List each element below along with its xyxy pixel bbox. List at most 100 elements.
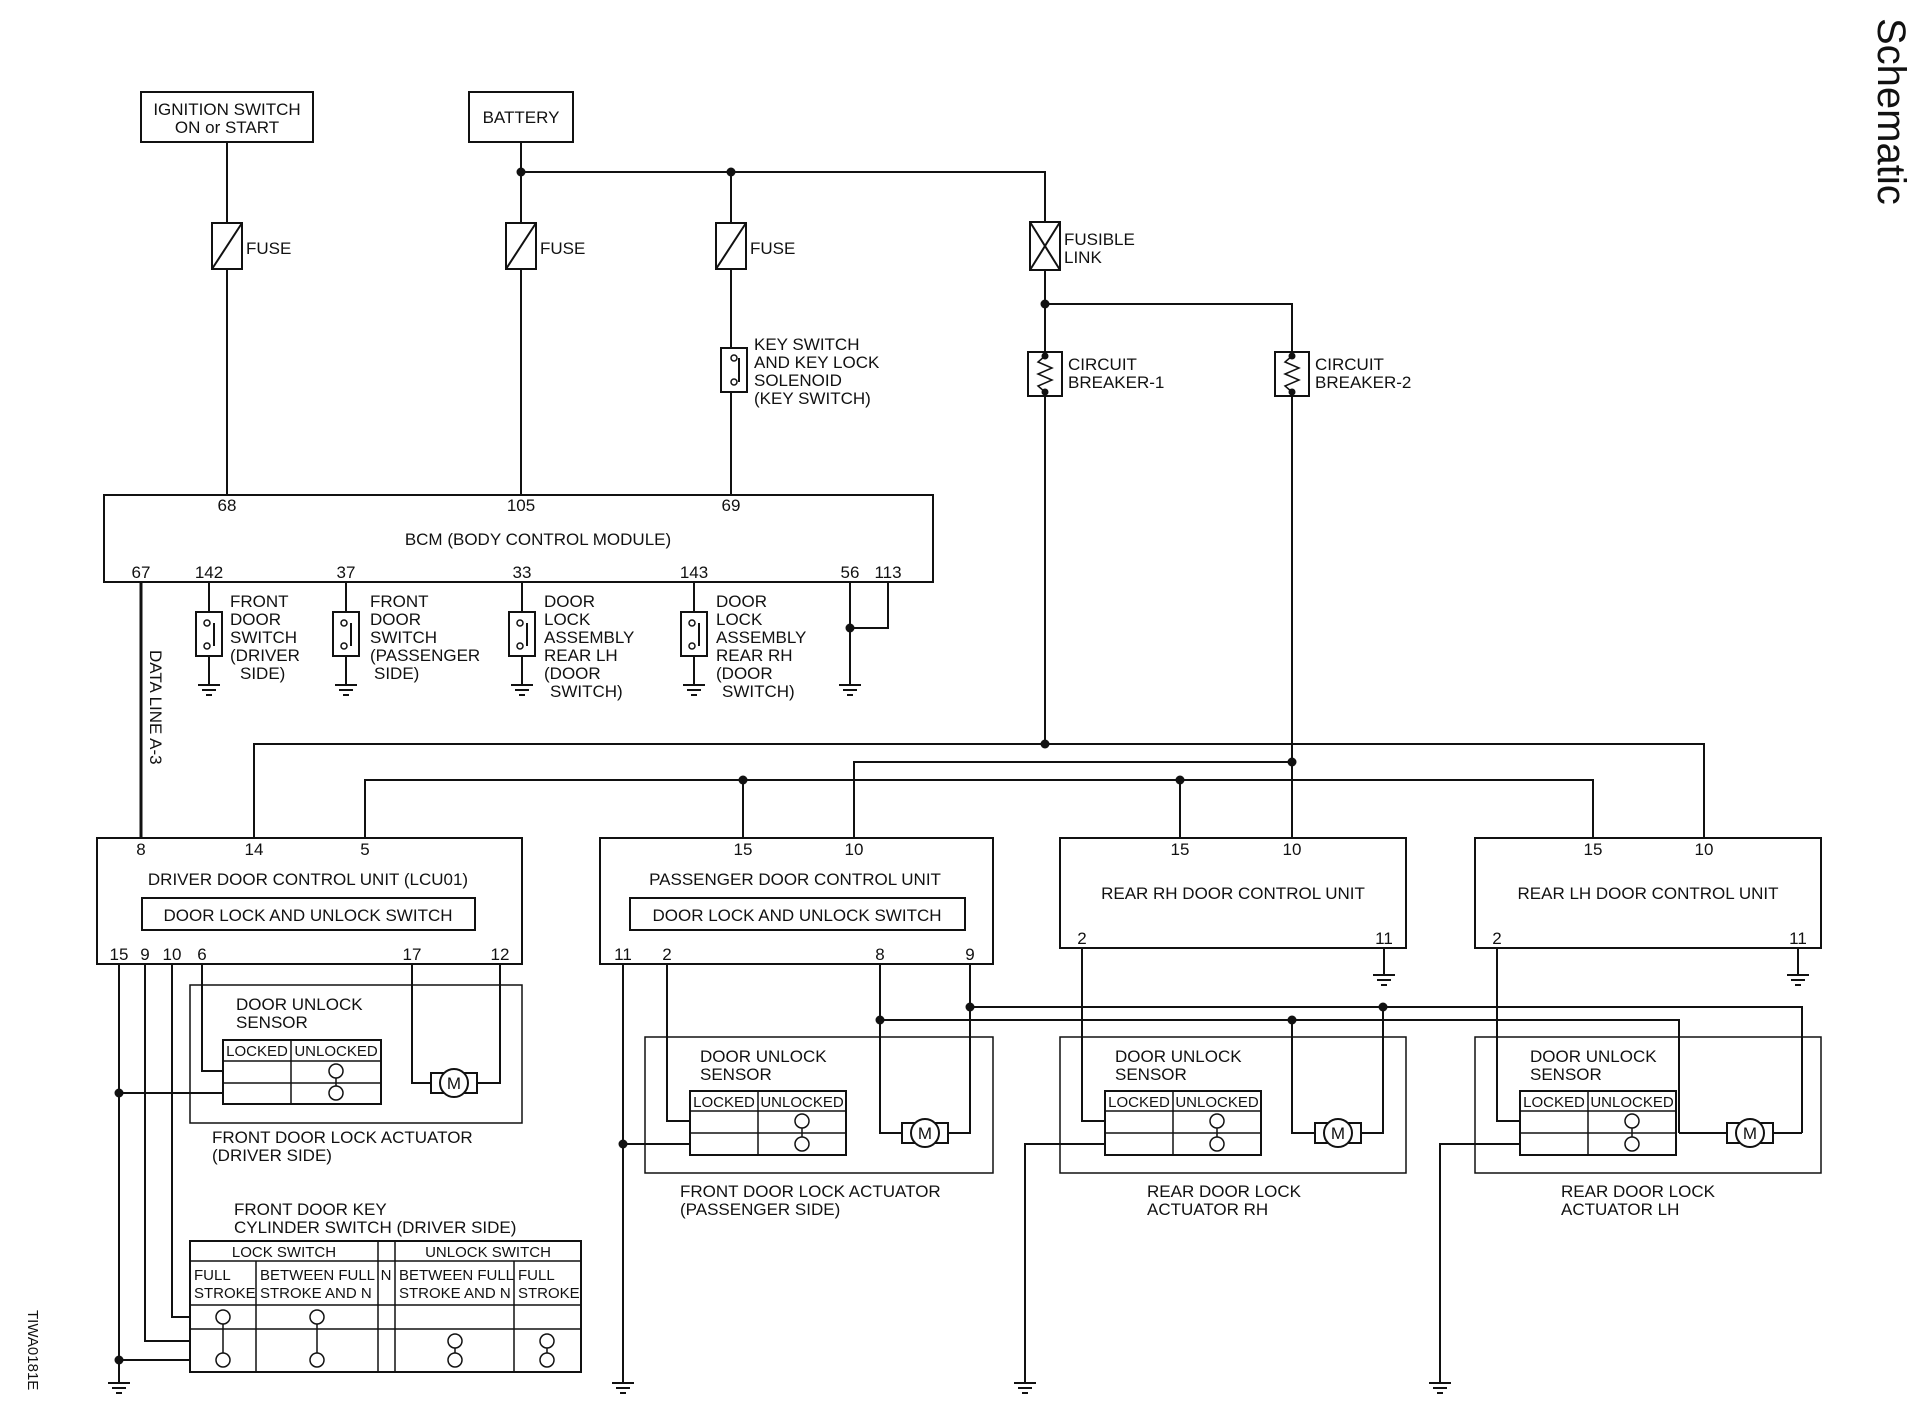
switch-label: FRONT [370,592,429,611]
rear-rh-sensor-label-2: SENSOR [1115,1065,1187,1084]
rear-lh-unit-label: REAR LH DOOR CONTROL UNIT [1517,884,1778,903]
switch-label: DOOR [370,610,421,629]
bcm-pin-113: 113 [874,563,901,582]
rear-rh-actuator-box [1059,1036,1407,1174]
rear-lh-actuator-label-1: REAR DOOR LOCK [1561,1182,1716,1201]
passenger-switch-label: DOOR LOCK AND UNLOCK SWITCH [652,906,941,925]
between-label-1: BETWEEN FULL [260,1267,375,1284]
switch-label: DOOR [230,610,281,629]
key-switch-label-1: KEY SWITCH [754,335,859,354]
switch-label: SWITCH [370,628,437,647]
key-switch-label-4: (KEY SWITCH) [754,389,871,408]
between-label-4: STROKE AND N [399,1285,511,1302]
motor-symbol: M [918,1124,932,1143]
passenger-unit-label: PASSENGER DOOR CONTROL UNIT [649,870,941,889]
bcm-pin-143: 143 [680,563,708,582]
front-door-switch-driver: FRONT DOOR SWITCH (DRIVER SIDE) [195,582,300,696]
bcm-pin-142: 142 [195,563,223,582]
door-lock-assembly-rear-lh-switch: DOOR LOCK ASSEMBLY REAR LH (DOOR SWITCH) [508,582,634,701]
lock-switch-label: LOCK SWITCH [232,1244,336,1261]
passenger-sensor-label-2: SENSOR [700,1065,772,1084]
bcm-pin-68: 68 [218,496,237,515]
switch-label: ASSEMBLY [544,628,634,647]
sensor-locked-label: LOCKED [1523,1094,1585,1111]
passenger-pin-9: 9 [965,945,974,964]
bcm-pin-56: 56 [841,563,860,582]
passenger-lock-unlock-switch [629,897,966,931]
rear-lh-sensor-label-2: SENSOR [1530,1065,1602,1084]
full-stroke-label-1: FULL [194,1267,231,1284]
switch-label: SIDE) [374,664,419,683]
bcm-pin-67: 67 [132,563,151,582]
switch-label: REAR LH [544,646,618,665]
rear-lh-sensor-label-1: DOOR UNLOCK [1530,1047,1657,1066]
fusible-link-label-1: FUSIBLE [1064,230,1135,249]
driver-pin-5: 5 [360,840,369,859]
switch-label: REAR RH [716,646,793,665]
passenger-actuator-label-1: FRONT DOOR LOCK ACTUATOR [680,1182,941,1201]
driver-unit-label: DRIVER DOOR CONTROL UNIT (LCU01) [148,870,468,889]
ignition-switch-label-1: IGNITION SWITCH [153,100,300,119]
passenger-actuator-label-2: (PASSENGER SIDE) [680,1200,840,1219]
rear-lh-pin-10: 10 [1695,840,1714,859]
rear-lh-door-control-unit [1474,837,1822,949]
driver-pin-8: 8 [136,840,145,859]
driver-sensor-label-1: DOOR UNLOCK [236,995,363,1014]
full-stroke-label-2: STROKE [194,1285,256,1302]
sensor-unlocked-label: UNLOCKED [1590,1094,1674,1111]
switch-label: LOCK [544,610,591,629]
sensor-locked-label: LOCKED [693,1094,755,1111]
driver-switch-label: DOOR LOCK AND UNLOCK SWITCH [163,906,452,925]
rear-rh-sensor-label-1: DOOR UNLOCK [1115,1047,1242,1066]
circuit-breaker-2-label-1: CIRCUIT [1315,355,1384,374]
between-label-3: BETWEEN FULL [399,1267,514,1284]
rear-lh-actuator-label-2: ACTUATOR LH [1561,1200,1679,1219]
bcm-pin-33: 33 [513,563,532,582]
switch-label: SWITCH) [722,682,795,701]
circuit-breaker-2-label-2: BREAKER-2 [1315,373,1411,392]
driver-lock-unlock-switch [141,897,476,931]
rear-rh-pin-2: 2 [1077,929,1086,948]
driver-sensor-label-2: SENSOR [236,1013,308,1032]
driver-pin-9: 9 [140,945,149,964]
figure-id: TIWA0181E [24,1310,41,1390]
fusible-link-label-2: LINK [1064,248,1102,267]
ignition-switch-label-2: ON or START [175,118,279,137]
motor-symbol: M [1331,1124,1345,1143]
passenger-actuator-box [644,1036,994,1174]
rear-rh-actuator-label-2: ACTUATOR RH [1147,1200,1268,1219]
bcm-box [103,494,934,583]
passenger-pin-15: 15 [734,840,753,859]
fuse-label-ignition: FUSE [246,239,291,258]
unlock-switch-label: UNLOCK SWITCH [425,1244,551,1261]
rear-rh-pin-10: 10 [1283,840,1302,859]
rear-lh-pin-15: 15 [1584,840,1603,859]
rear-lh-pin-11: 11 [1789,929,1807,948]
switch-label: DOOR [544,592,595,611]
bcm-pin-69: 69 [722,496,741,515]
rear-rh-sensor-table [1104,1090,1262,1156]
bcm-label: BCM (BODY CONTROL MODULE) [405,530,671,549]
switch-label: SIDE) [240,664,285,683]
switch-label: DOOR [716,592,767,611]
rear-rh-door-control-unit [1059,837,1407,949]
motor-symbol: M [1743,1124,1757,1143]
page-title: Schematic [1869,18,1913,205]
circuit-breaker-1-label-2: BREAKER-1 [1068,373,1164,392]
driver-pin-17: 17 [403,945,422,964]
switch-label: ASSEMBLY [716,628,806,647]
circuit-breaker-1-label-1: CIRCUIT [1068,355,1137,374]
driver-pin-10: 10 [163,945,182,964]
rear-rh-unit-label: REAR RH DOOR CONTROL UNIT [1101,884,1365,903]
rear-lh-pin-2: 2 [1492,929,1501,948]
passenger-sensor-label-1: DOOR UNLOCK [700,1047,827,1066]
data-line-label: DATA LINE A-3 [146,650,165,765]
switch-label: SWITCH) [550,682,623,701]
full-stroke-label-3: FULL [518,1267,555,1284]
switch-label: (DRIVER [230,646,300,665]
sensor-unlocked-label: UNLOCKED [294,1043,378,1060]
front-door-switch-passenger: FRONT DOOR SWITCH (PASSENGER SIDE) [332,582,480,696]
passenger-pin-10: 10 [845,840,864,859]
rear-lh-sensor-table [1519,1090,1677,1156]
